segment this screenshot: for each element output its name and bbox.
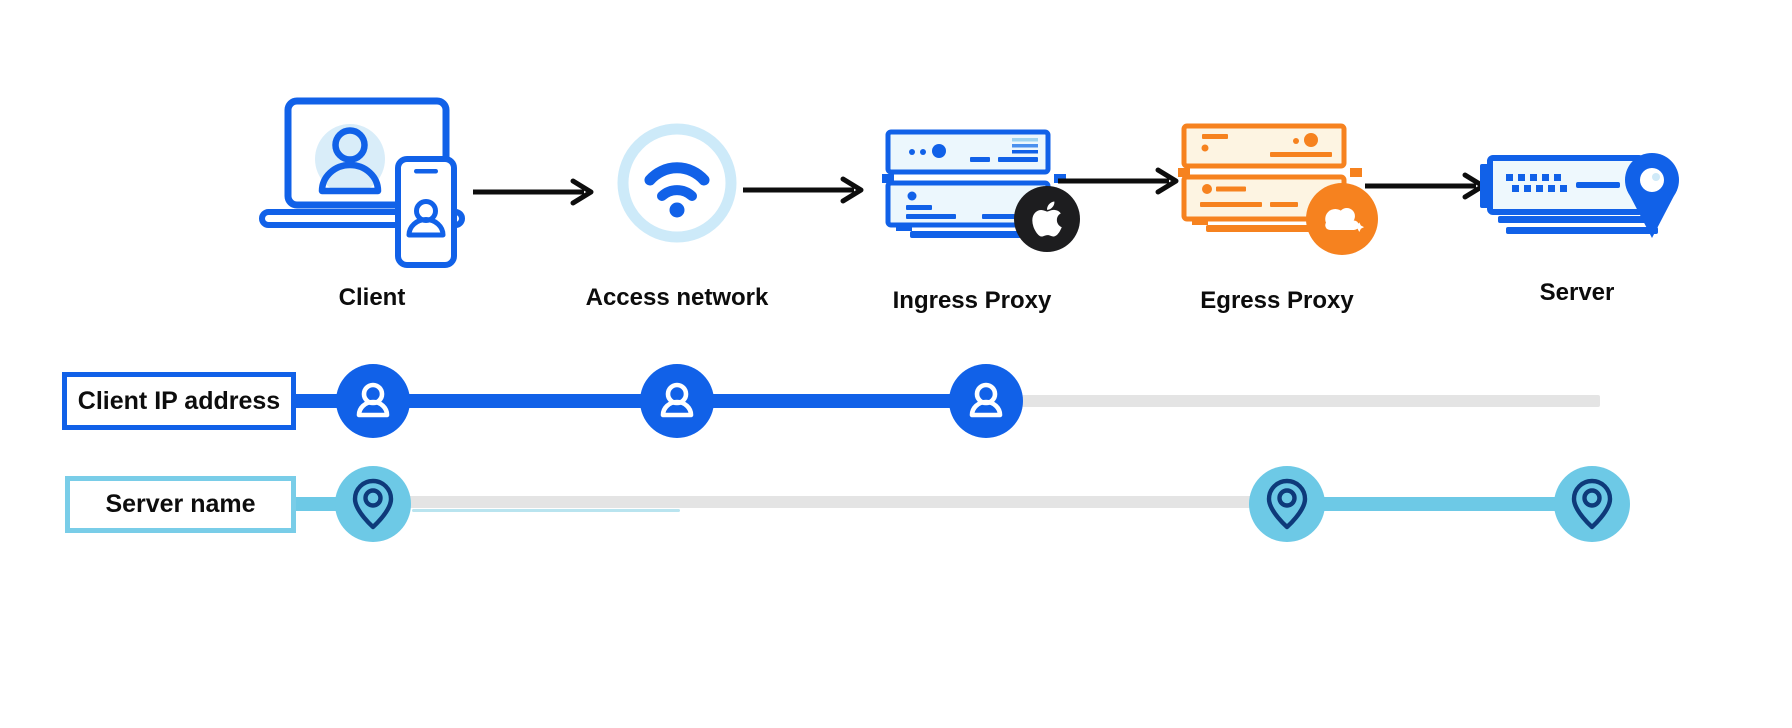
person-icon xyxy=(356,382,390,418)
node-label-access-network: Access network xyxy=(585,284,769,311)
server-name-label-box: Server name xyxy=(65,476,296,533)
node-label-client: Client xyxy=(338,284,406,311)
server-stack-orange-icon xyxy=(1178,120,1362,238)
arrow-right-icon xyxy=(1055,165,1185,197)
node-label-egress-proxy: Egress Proxy xyxy=(1200,287,1354,314)
person-marker-ingress-proxy xyxy=(949,364,1023,438)
location-pin-icon xyxy=(1571,478,1613,530)
node-label-ingress-proxy: Ingress Proxy xyxy=(892,287,1052,314)
server-name-thin-line xyxy=(412,509,680,512)
apple-logo-icon xyxy=(1014,186,1080,252)
arrow-right-icon xyxy=(1362,170,1492,202)
node-label-server: Server xyxy=(1539,279,1615,306)
client-ip-address-label-box: Client IP address xyxy=(62,372,296,430)
client-ip-hidden-segment xyxy=(986,395,1600,407)
pin-marker-server xyxy=(1554,466,1630,542)
cloudflare-logo-icon xyxy=(1306,183,1378,255)
arrow-right-icon xyxy=(740,174,870,206)
arrow-right-icon xyxy=(470,176,600,208)
person-marker-client xyxy=(336,364,410,438)
person-icon xyxy=(969,382,1003,418)
wifi-icon xyxy=(612,118,742,248)
pin-marker-egress-proxy xyxy=(1249,466,1325,542)
person-icon xyxy=(660,382,694,418)
server-name-hidden-segment xyxy=(373,496,1287,508)
client-ip-address-label: Client IP address xyxy=(77,386,281,415)
location-pin-icon xyxy=(352,478,394,530)
person-marker-access-network xyxy=(640,364,714,438)
client-laptop-phone-icon xyxy=(250,95,485,270)
server-location-pin-icon xyxy=(1480,138,1690,242)
pin-marker-client xyxy=(335,466,411,542)
server-name-visible-segment xyxy=(1287,497,1592,511)
server-name-label: Server name xyxy=(105,490,256,518)
location-pin-icon xyxy=(1266,478,1308,530)
